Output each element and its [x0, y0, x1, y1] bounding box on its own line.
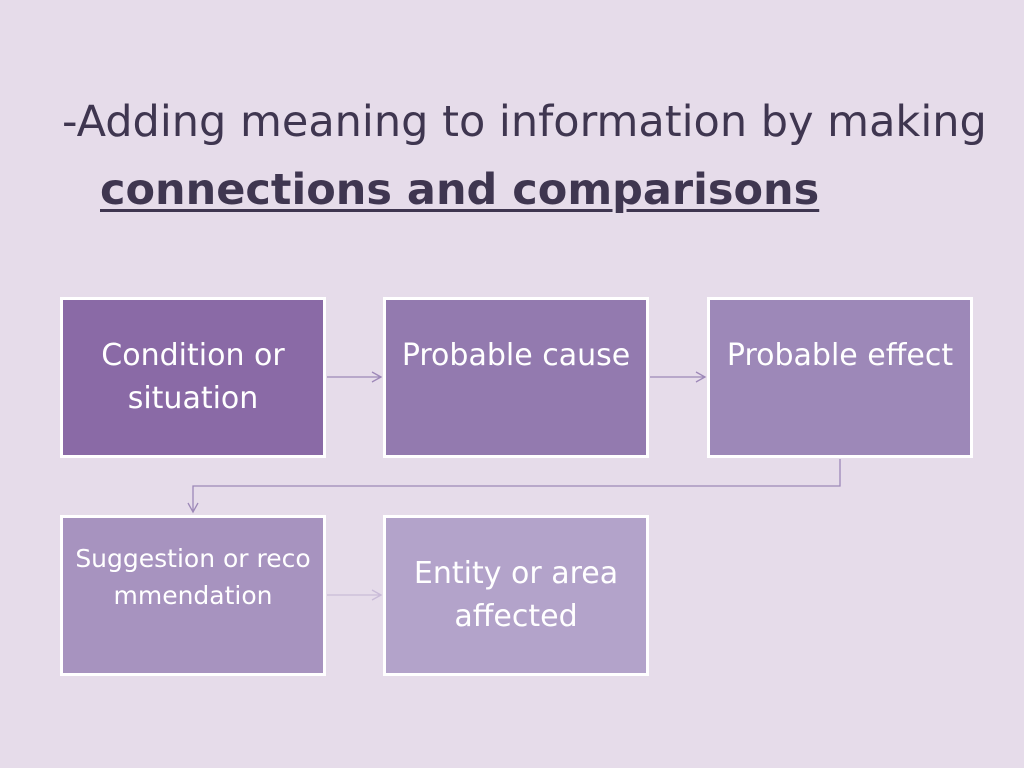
- node-condition: Condition or situation: [60, 297, 326, 458]
- title-emphasis: connections and comparisons: [100, 165, 820, 215]
- node-label: Probable effect: [726, 338, 954, 373]
- node-suggestion: Suggestion or recommendation: [60, 515, 326, 676]
- slide-title: -Adding meaning to information by making…: [62, 88, 1000, 224]
- node-entity: Entity or area affected: [383, 515, 649, 676]
- node-label: Entity or area affected: [413, 556, 619, 634]
- node-effect: Probable effect: [707, 297, 973, 458]
- node-cause: Probable cause: [383, 297, 649, 458]
- node-label: Probable cause: [401, 338, 631, 373]
- edge-effect-to-suggestion: [187, 459, 841, 514]
- title-prefix: -Adding meaning to information by making: [62, 97, 987, 147]
- node-label: Condition or situation: [101, 338, 285, 416]
- node-label: Suggestion or recommendation: [75, 544, 311, 610]
